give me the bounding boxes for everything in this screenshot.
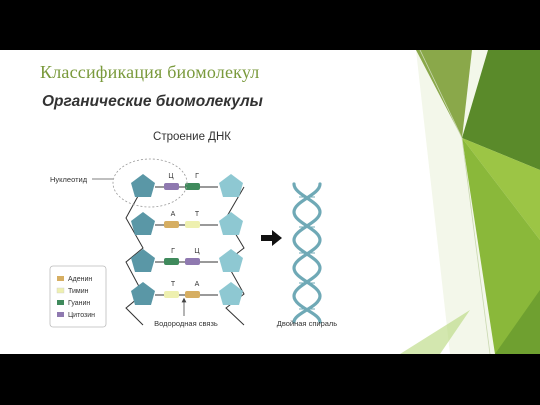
hydrogen-bond-label: Водородная связь [154, 319, 218, 328]
dna-structure-figure: Строение ДНК Ц Г А Т [49, 131, 338, 328]
base-cytosine [185, 258, 200, 265]
base-label-left: Ц [168, 173, 174, 180]
double-helix-label: Двойная спираль [277, 319, 338, 328]
legend-label-cytosine: Цитозин [68, 312, 95, 319]
base-label-left: А [171, 211, 176, 218]
sugar-right [219, 174, 243, 197]
base-adenine [164, 221, 179, 228]
transform-arrow-icon [261, 230, 282, 246]
legend-swatch-cytosine [57, 312, 64, 317]
base-pair-row-4: Т А [131, 281, 243, 305]
sugar-right [219, 282, 243, 305]
sugar-left [131, 282, 155, 305]
base-cytosine [164, 183, 179, 190]
legend-label-guanine: Гуанин [68, 300, 90, 307]
base-pair-row-3: Г Ц [131, 248, 243, 272]
base-label-left: Г [171, 248, 175, 255]
legend-label-adenine: Аденин [68, 276, 92, 283]
base-guanine [164, 258, 179, 265]
base-label-left: Т [171, 281, 176, 288]
green-facet-decoration [400, 50, 540, 354]
base-adenine [185, 291, 200, 298]
sugar-right [219, 212, 243, 235]
legend-swatch-guanine [57, 300, 64, 305]
sugar-left [131, 174, 155, 197]
base-thymine [185, 221, 200, 228]
sugar-left [131, 212, 155, 235]
base-label-right: Ц [194, 248, 200, 255]
sugar-left [131, 249, 155, 272]
base-pair-row-2: А Т [131, 211, 243, 235]
helix-rungs [299, 196, 315, 310]
legend-swatch-thymine [56, 287, 65, 294]
figure-heading: Строение ДНК [153, 131, 231, 143]
legend-swatch-adenine [57, 276, 64, 281]
base-label-right: Т [195, 211, 200, 218]
double-helix-icon [292, 182, 322, 324]
base-label-right: Г [195, 173, 199, 180]
slide-title: Классификация биомолекул [40, 62, 260, 82]
slide: Классификация биомолекул Органические би… [0, 50, 540, 354]
nucleotide-label: Нуклеотид [50, 175, 88, 184]
nucleotide-highlight-circle [112, 158, 188, 208]
base-thymine [164, 291, 179, 298]
sugar-right [219, 249, 243, 272]
slide-subtitle: Органические биомолекулы [42, 93, 263, 110]
base-label-right: А [195, 281, 200, 288]
base-guanine [185, 183, 200, 190]
base-pair-row-1: Ц Г [131, 173, 243, 197]
left-backbone [125, 186, 144, 326]
base-legend: Аденин Тимин Гуанин Цитозин [49, 265, 107, 328]
legend-label-thymine: Тимин [68, 288, 89, 295]
